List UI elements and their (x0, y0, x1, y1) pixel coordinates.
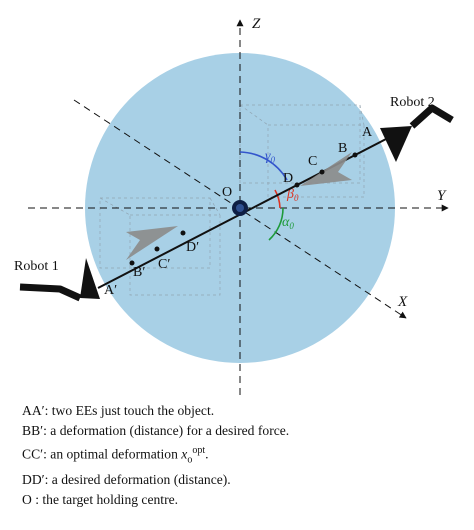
beta-arc (274, 189, 281, 209)
label-d-prime: D′ (186, 240, 199, 255)
legend-dd: DD′: a desired deformation (distance). (22, 472, 231, 488)
point-d-prime (180, 230, 186, 236)
beta-label: β0 (286, 187, 299, 203)
robot-2-arm (380, 104, 454, 162)
label-c-prime: C′ (158, 257, 170, 272)
gripper-right (300, 152, 352, 186)
point-d (294, 182, 300, 188)
axis-z-label: Z (252, 16, 261, 32)
point-b (352, 152, 358, 158)
point-c-prime (154, 246, 160, 252)
robot-2-label: Robot 2 (390, 95, 435, 110)
deformation-diagram: Z Y X γ0 β0 α0 O A B C D A′ B′ C′ D′ Rob… (14, 16, 454, 395)
legend-cc-var: x (181, 446, 188, 462)
label-b-prime: B′ (133, 265, 145, 280)
point-c (319, 169, 325, 175)
label-a: A (362, 125, 373, 140)
alpha-label: α0 (282, 215, 294, 231)
gamma-arc (239, 151, 288, 181)
legend-cc-text: CC′: an optimal deformation (22, 446, 182, 462)
legend-o: O : the target holding centre. (22, 492, 179, 508)
legend: AA′: two EEs just touch the object. BB′:… (22, 401, 462, 510)
label-a-prime: A′ (104, 283, 117, 298)
axis-x-label: X (397, 294, 408, 310)
legend-cc-suffix: . (205, 446, 209, 462)
gamma-label: γ0 (265, 149, 276, 165)
origin-label: O (222, 185, 232, 200)
legend-aa: AA′: two EEs just touch the object. (22, 403, 215, 418)
label-c: C (308, 154, 317, 169)
legend-cc: CC′: an optimal deformation xoopt. (22, 441, 462, 470)
alpha-arc (268, 207, 284, 241)
robot-1-arm (19, 258, 100, 302)
label-b: B (338, 141, 347, 156)
legend-bb: BB′: a deformation (distance) for a desi… (22, 423, 290, 438)
origin-marker-inner (236, 204, 244, 212)
label-d: D (283, 171, 293, 186)
legend-cc-sub: o (187, 454, 193, 466)
axis-y-label: Y (437, 188, 447, 204)
legend-cc-sup: opt (192, 445, 206, 456)
gripper-left (126, 226, 178, 260)
robot-1-label: Robot 1 (14, 259, 59, 274)
point-b-prime (129, 260, 135, 266)
